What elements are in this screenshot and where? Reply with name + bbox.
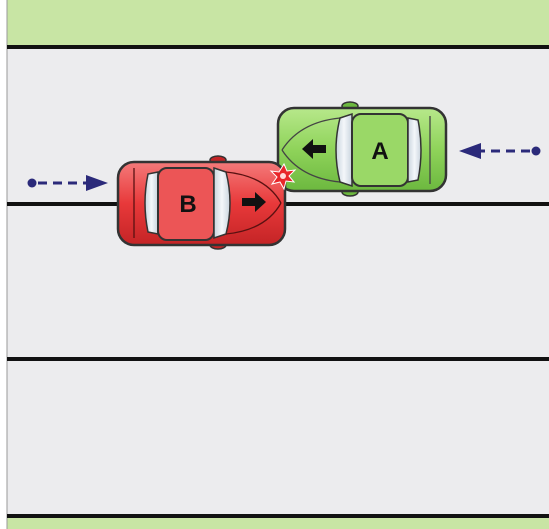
lane-line-2 <box>7 357 549 361</box>
road-edge-top <box>7 45 549 49</box>
collision-star-icon <box>269 162 297 191</box>
car-a-label: A <box>371 138 388 165</box>
car-a: A <box>276 101 448 197</box>
car-b-label: B <box>179 191 196 218</box>
arrow-right-icon <box>242 192 266 212</box>
grass-bottom <box>7 518 549 529</box>
dashed-arrow-right-icon <box>27 175 108 191</box>
road-edge-bottom <box>7 514 549 518</box>
arrow-left-icon <box>302 139 326 159</box>
car-b: B <box>116 155 287 250</box>
dashed-arrow-left-icon <box>459 143 541 159</box>
grass-top <box>7 0 549 45</box>
